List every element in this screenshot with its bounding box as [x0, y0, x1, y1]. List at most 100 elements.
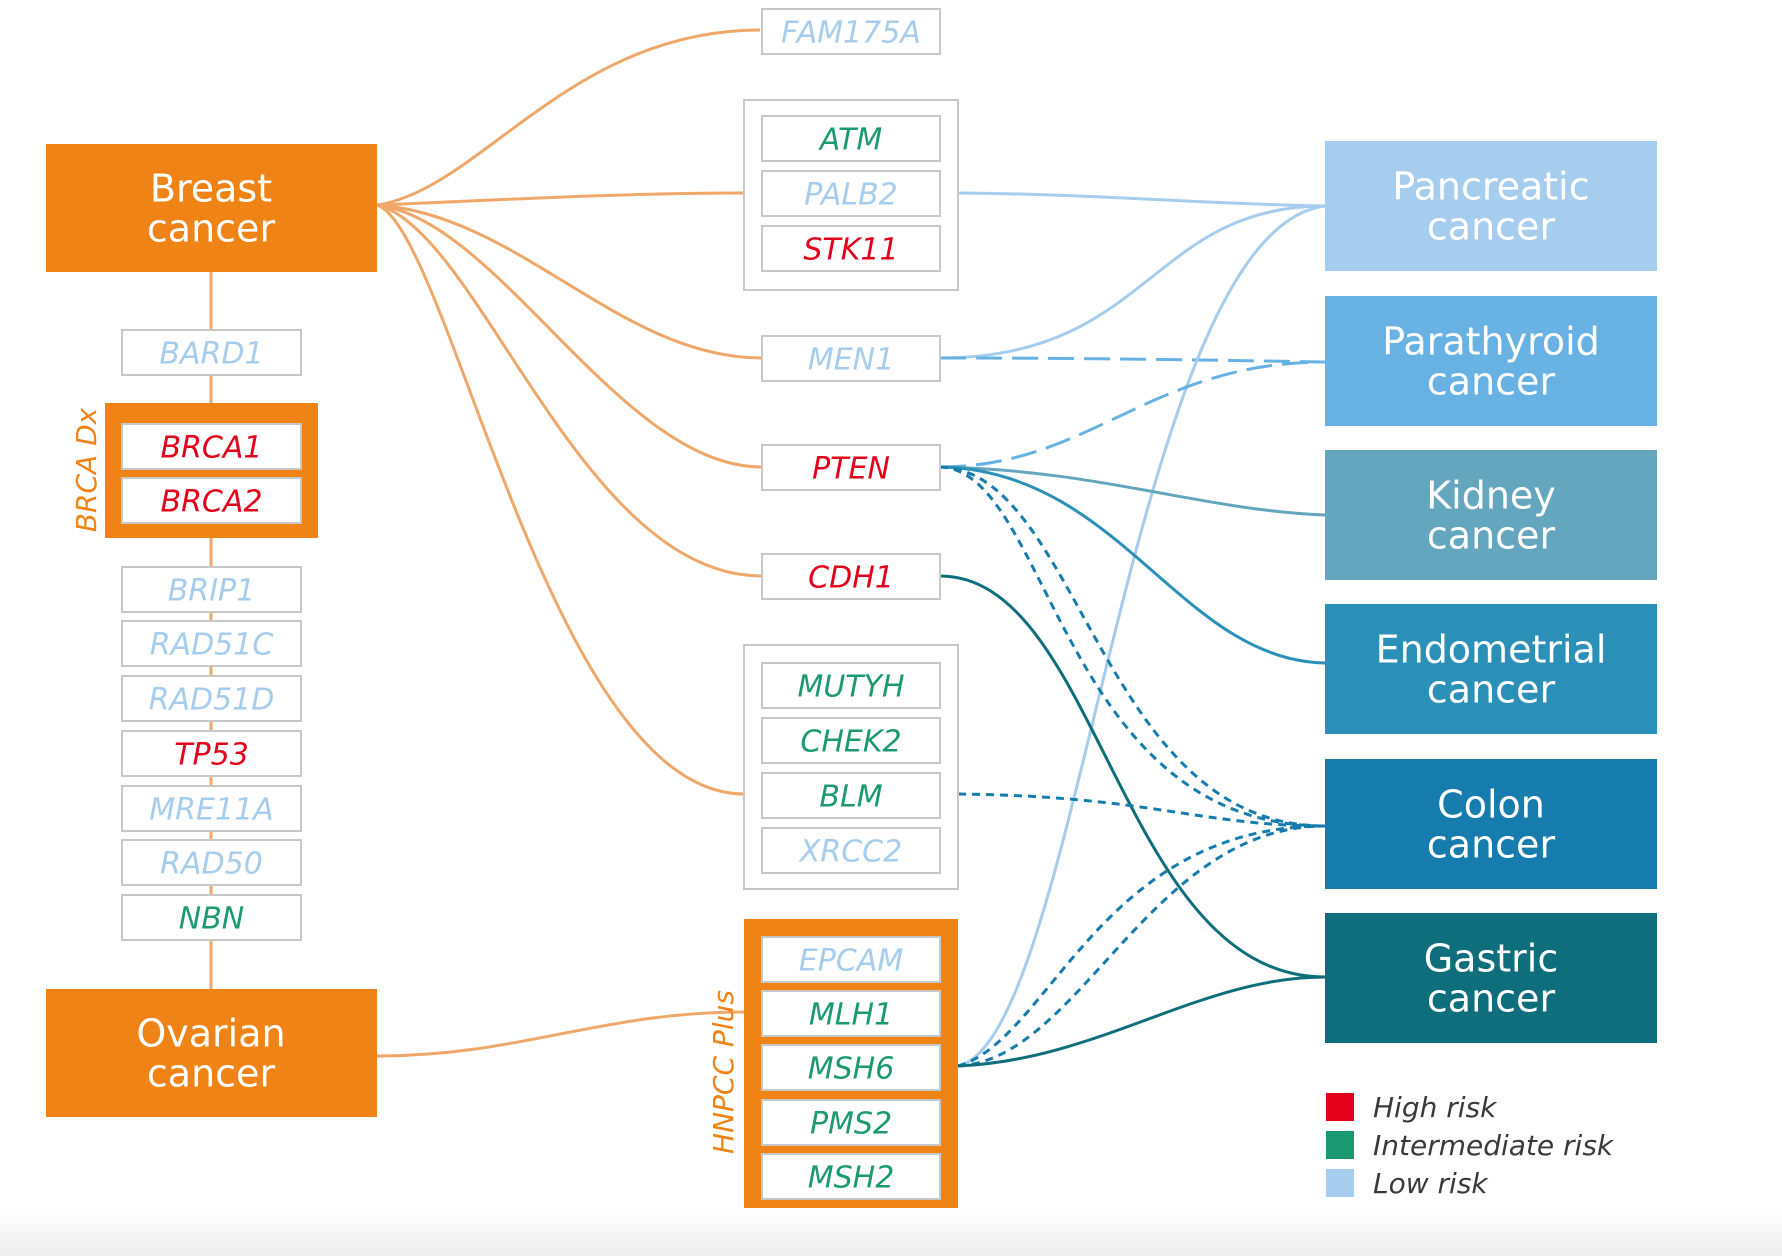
gene-box-border [121, 730, 302, 777]
link-blm-colon [957, 792, 1326, 828]
gene-box-rad51c: RAD51C [121, 620, 302, 667]
gene-label-rad51c: RAD51C [150, 628, 274, 663]
gene-label-blm: BLM [819, 780, 882, 815]
brca-dx-label: BRCA Dx [70, 407, 103, 532]
link-breast-pten [376, 203, 763, 469]
gene-box-border [121, 477, 302, 524]
gene-box-rad51d: RAD51D [121, 675, 302, 722]
gene-box-border [761, 936, 941, 983]
hnpcc-plus-label: HNPCC Plus [707, 990, 740, 1154]
gene-label-stk11: STK11 [803, 233, 898, 268]
gene-box-border [121, 785, 302, 832]
gene-box-rad50: RAD50 [121, 839, 302, 886]
link-pten-endometrial [939, 465, 1326, 665]
gene-box-men1: MEN1 [761, 335, 941, 382]
link-msh6-colon-2 [957, 824, 1326, 1068]
gene-box-border [761, 1153, 941, 1200]
gene-label-msh6: MSH6 [808, 1052, 895, 1087]
link-pten-parathyroid [939, 360, 1326, 469]
gene-box-msh6: MSH6 [761, 1044, 941, 1091]
link-cdh1-gastric [939, 574, 1326, 979]
gene-label-rad51d: RAD51D [149, 683, 275, 718]
link-ovarian-hnpcc [376, 1010, 745, 1058]
gene-box-stk11: STK11 [761, 225, 941, 272]
legend-label-high-risk: High risk [1373, 1091, 1498, 1124]
connectors [209, 28, 1326, 1068]
gene-box-xrcc2: XRCC2 [761, 827, 941, 874]
link-breast-cdh1 [376, 203, 763, 578]
link-palb2-pancreatic [957, 191, 1326, 208]
legend-swatch-high-risk [1326, 1093, 1354, 1121]
link-men1-parathyroid [939, 356, 1326, 364]
gene-box-border [761, 990, 941, 1037]
link-pten-kidney [939, 465, 1326, 517]
gene-label-epcam: EPCAM [799, 944, 904, 979]
cancer-box [1325, 450, 1657, 580]
cancer-box [1325, 141, 1657, 271]
legend-label-low-risk: Low risk [1373, 1167, 1489, 1200]
gene-label-msh2: MSH2 [808, 1161, 895, 1196]
gene-box-border [121, 894, 302, 941]
cancer-box [1325, 604, 1657, 734]
gene-box-border [761, 1044, 941, 1091]
link-msh6-pancreatic [957, 204, 1326, 1068]
gene-label-rad50: RAD50 [160, 847, 263, 882]
legend-label-intermediate-risk: Intermediate risk [1373, 1129, 1615, 1162]
bottom-band [0, 1208, 1782, 1256]
gene-label-xrcc2: XRCC2 [798, 835, 902, 870]
gene-label-men1: MEN1 [808, 343, 894, 378]
gene-label-tp53: TP53 [174, 738, 249, 773]
legend-swatch-intermediate-risk [1326, 1131, 1354, 1159]
gene-box-nbn: NBN [121, 894, 302, 941]
gene-box-blm: BLM [761, 772, 941, 819]
gene-box-border [121, 620, 302, 667]
gene-box-border [761, 335, 941, 382]
cancer-box [46, 144, 377, 272]
gene-label-atm: ATM [818, 123, 883, 158]
cancer-box [46, 989, 377, 1117]
gene-box-mre11a: MRE11A [121, 785, 302, 832]
gene-box-chek2: CHEK2 [761, 717, 941, 764]
link-breast-atm-group [376, 191, 745, 207]
cancer-box [1325, 913, 1657, 1043]
gene-box-border [761, 115, 941, 162]
link-breast-chek2-group [376, 203, 745, 796]
gene-box-atm: ATM [761, 115, 941, 162]
gene-box-cdh1: CDH1 [761, 553, 941, 600]
gene-box-pms2: PMS2 [761, 1099, 941, 1146]
gene-label-pten: PTEN [812, 452, 890, 487]
gene-box-border [121, 423, 302, 470]
gene-box-border [761, 225, 941, 272]
gene-label-brca1: BRCA1 [161, 431, 263, 466]
gene-box-palb2: PALB2 [761, 170, 941, 217]
gene-label-mlh1: MLH1 [809, 998, 893, 1033]
gene-box-border [761, 553, 941, 600]
gene-label-mre11a: MRE11A [149, 793, 273, 828]
cancer-box [1325, 296, 1657, 426]
gene-box-border [121, 329, 302, 376]
gene-box-mlh1: MLH1 [761, 990, 941, 1037]
link-pten-colon [939, 465, 1326, 828]
link-msh6-colon [957, 824, 1326, 1068]
gene-box-border [761, 170, 941, 217]
gene-label-brca2: BRCA2 [161, 485, 263, 520]
gene-label-brip1: BRIP1 [168, 574, 255, 609]
link-breast-fam175a [376, 28, 761, 207]
gene-box-brca1: BRCA1 [121, 423, 302, 470]
gene-box-border [121, 566, 302, 613]
